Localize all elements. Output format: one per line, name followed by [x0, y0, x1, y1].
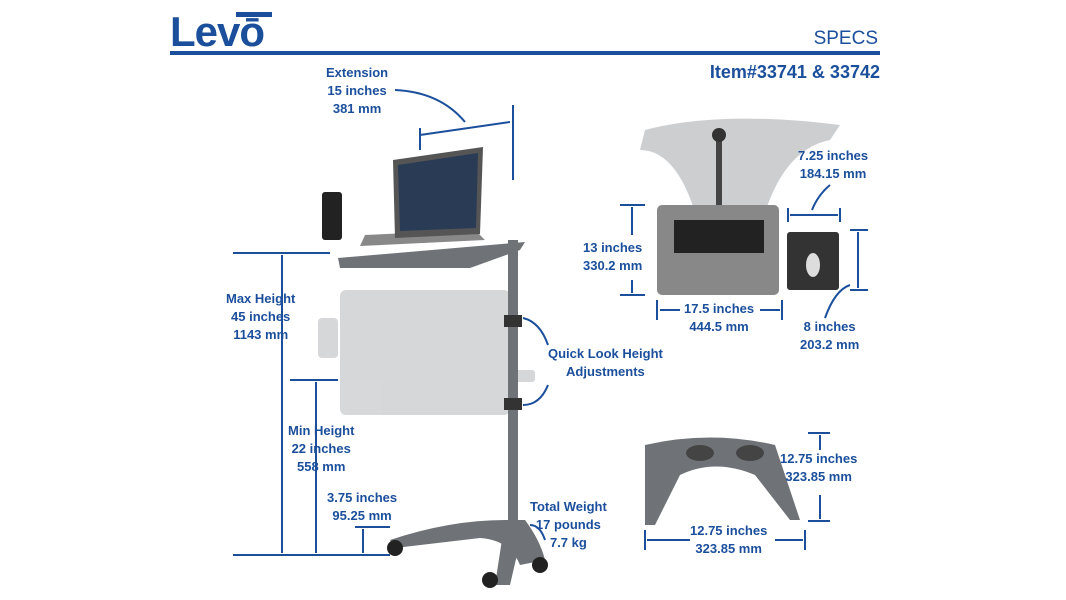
logo-macron — [236, 12, 272, 17]
cart-stand — [322, 147, 548, 588]
specs-label: SPECS — [813, 28, 878, 49]
dimension-lines — [233, 89, 868, 556]
base-view — [645, 437, 800, 525]
header-rule — [170, 51, 880, 55]
top-view — [640, 118, 840, 295]
item-number: Item#33741 & 33742 — [709, 62, 880, 82]
ghost-lowered-cart — [318, 290, 535, 415]
